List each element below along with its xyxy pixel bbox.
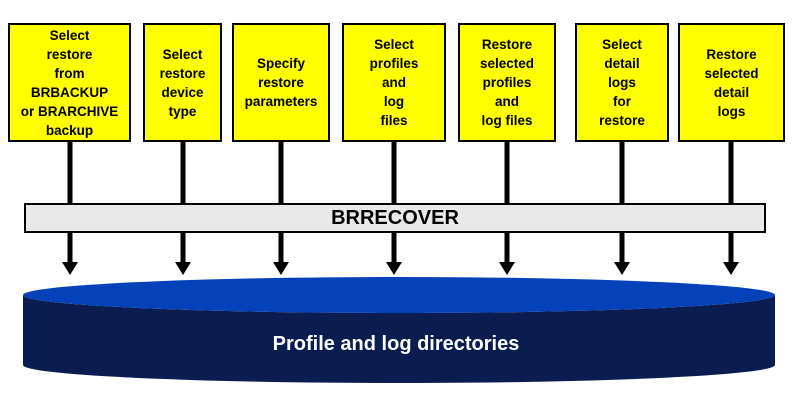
step-box-select-detail-logs: Select detail logs for restore [575, 23, 669, 142]
arrow-connector-7 [723, 142, 739, 275]
step-box-label: Select restore device type [159, 46, 206, 119]
step-box-restore-profiles-logs: Restore selected profiles and log files [458, 23, 556, 142]
arrow-connector-4 [386, 142, 402, 275]
brrecover-bar: BRRECOVER [24, 203, 766, 233]
step-box-label: Restore selected detail logs [704, 46, 759, 119]
arrow-connector-3 [273, 142, 289, 275]
step-box-specify-parameters: Specify restore parameters [232, 23, 330, 142]
step-box-select-profiles-logs: Select profiles and log files [342, 23, 446, 142]
step-box-select-device-type: Select restore device type [143, 23, 222, 142]
disk-top [23, 277, 775, 313]
step-box-label: Specify restore parameters [244, 56, 318, 109]
arrow-head-icon [723, 262, 739, 275]
step-box-label: Restore selected profiles and log files [479, 37, 535, 128]
step-box-restore-detail-logs: Restore selected detail logs [678, 23, 785, 142]
step-box-label: Select restore from BRBACKUP or BRARCHIV… [20, 27, 119, 138]
arrow-head-icon [175, 262, 191, 275]
disk-label: Profile and log directories [272, 333, 520, 355]
arrow-head-icon [386, 262, 402, 275]
step-box-label: Select detail logs for restore [599, 37, 645, 128]
step-box-label: Select profiles and log files [369, 37, 419, 128]
step-box-select-restore-source: Select restore from BRBACKUP or BRARCHIV… [8, 23, 131, 142]
arrow-head-icon [62, 262, 78, 275]
arrow-head-icon [614, 262, 630, 275]
brrecover-bar-label: BRRECOVER [331, 206, 459, 229]
arrow-connector-6 [614, 142, 630, 275]
arrow-connector-2 [175, 142, 191, 275]
disk-side [23, 295, 775, 383]
arrow-head-icon [499, 262, 515, 275]
arrow-head-icon [273, 262, 289, 275]
arrow-connector-1 [62, 142, 78, 275]
arrow-connector-5 [499, 142, 515, 275]
